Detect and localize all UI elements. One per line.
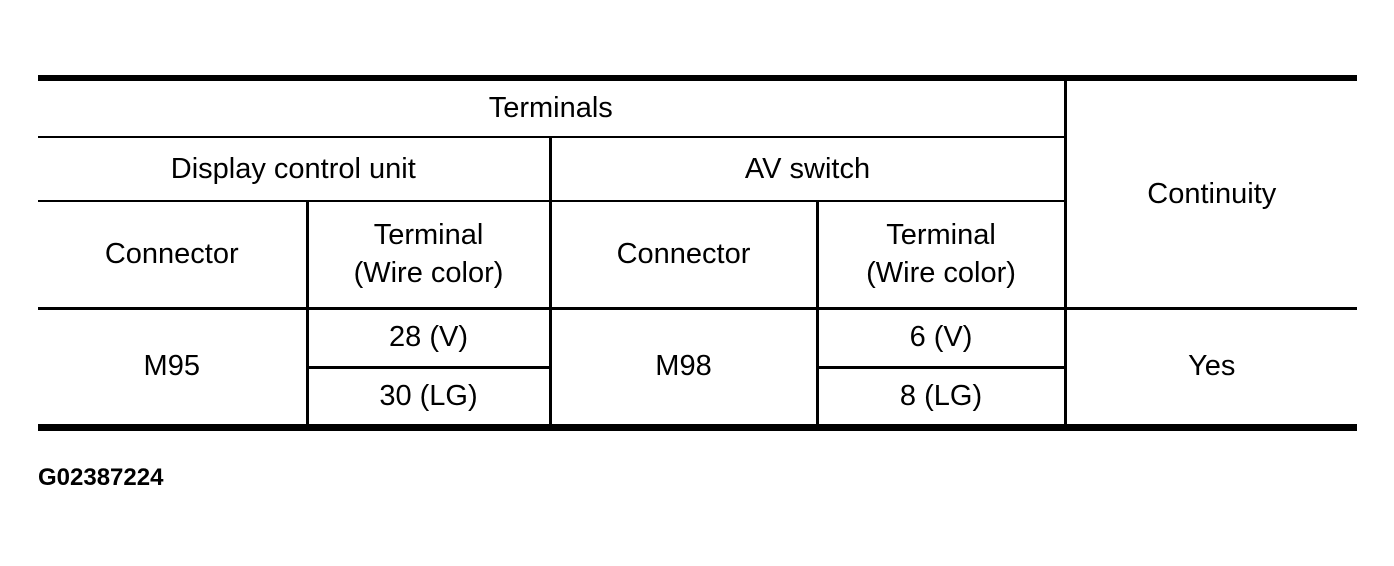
subheader-av-terminal-wire-color: Terminal (Wire color) <box>815 200 1066 308</box>
cell-continuity-value: Yes <box>1063 306 1358 427</box>
group-header-display-control-unit: Display control unit <box>38 136 550 201</box>
subheader-av-connector: Connector <box>548 200 817 308</box>
cell-display-connector: M95 <box>38 306 307 427</box>
table-row-subheader: Connector Terminal (Wire color) Connecto… <box>38 200 1357 308</box>
cell-display-terminal-1: 28 (V) <box>305 306 550 367</box>
cell-av-terminal-2: 8 (LG) <box>815 365 1066 427</box>
cell-av-connector: M98 <box>548 306 817 427</box>
terminals-header-cell: Terminals <box>488 92 613 125</box>
table-row-data-1: M95 28 (V) M98 6 (V) Yes <box>38 306 1358 427</box>
table-row-group-header: Display control unit AV switch <box>38 136 1357 201</box>
group-header-av-switch: AV switch <box>548 136 1066 201</box>
cell-display-terminal-2: 30 (LG) <box>305 365 550 427</box>
table-row-terminals-header: Terminals Continuity <box>38 78 1358 308</box>
table-row-data-2: 30 (LG) 8 (LG) <box>38 365 1357 427</box>
subheader-display-connector: Connector <box>38 200 307 308</box>
continuity-check-table: Terminals Continuity Display control uni… <box>38 75 1358 431</box>
continuity-header-cell: Continuity <box>1063 78 1358 308</box>
cell-av-terminal-1: 6 (V) <box>815 306 1066 367</box>
figure-id: G02387224 <box>38 464 164 491</box>
subheader-display-terminal-wire-color: Terminal (Wire color) <box>305 200 550 308</box>
